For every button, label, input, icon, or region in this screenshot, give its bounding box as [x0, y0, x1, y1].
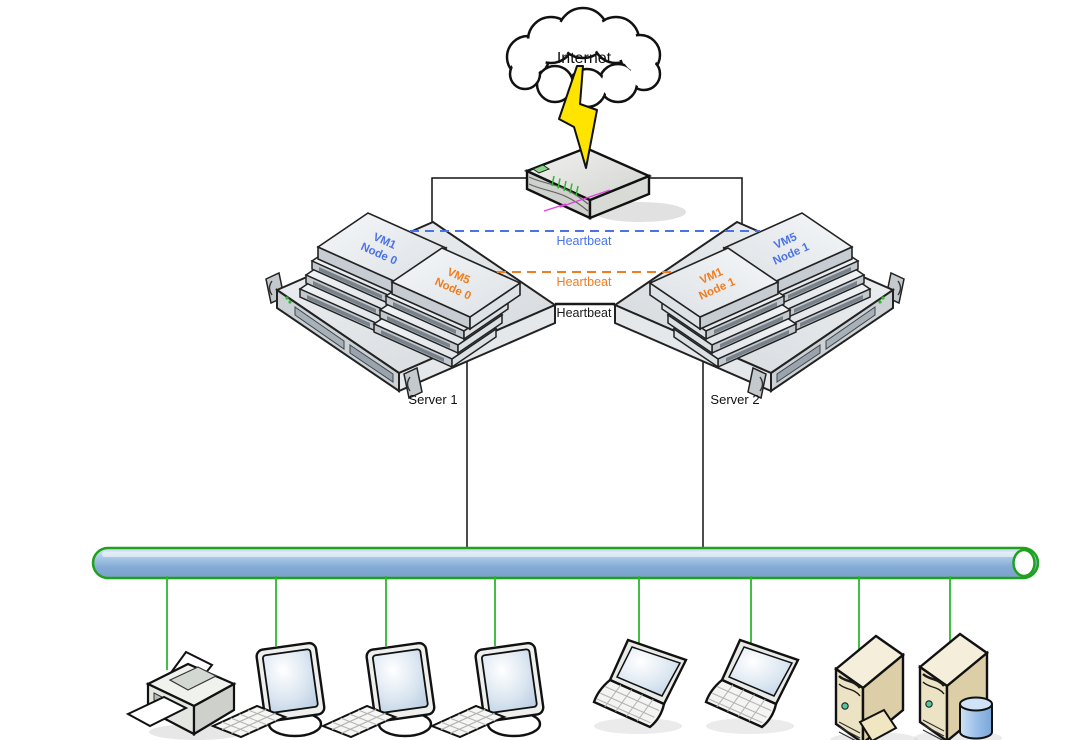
router-server2-link-line — [646, 177, 743, 225]
heartbeat-links: Heartbeat Heartbeat Heartbeat — [410, 230, 760, 320]
server2-chassis — [615, 213, 904, 398]
network-backbone — [91, 546, 1040, 580]
router-link-lines — [431, 177, 743, 549]
client-network-lines — [166, 576, 951, 670]
database-server-tower-icon — [914, 634, 1002, 740]
lightning-bolt-icon — [558, 65, 598, 169]
router-accent-lines — [543, 189, 611, 212]
file-server-tower-icon — [830, 636, 918, 740]
server1-chassis — [266, 213, 555, 398]
heartbeat-middle-label: Heartbeat — [557, 275, 612, 289]
internet-label: Internet — [557, 50, 612, 67]
router-server1-link-line — [431, 177, 529, 225]
laptop-icon — [592, 638, 688, 736]
heartbeat-top-label: Heartbeat — [557, 234, 612, 248]
heartbeat-bottom-label: Heartbeat — [557, 306, 612, 320]
server2-label: Server 2 — [710, 392, 759, 407]
router-signal-ticks — [551, 175, 579, 197]
router-led — [531, 164, 551, 174]
internet-cloud: Internet — [505, 6, 662, 109]
backbone-end-cap — [1012, 548, 1036, 578]
desktop-pc-icon — [321, 641, 437, 739]
desktop-pc-icon — [430, 641, 546, 739]
laptop-icon — [704, 638, 800, 736]
server1-label: Server 1 — [408, 392, 457, 407]
router-icon — [523, 146, 686, 222]
